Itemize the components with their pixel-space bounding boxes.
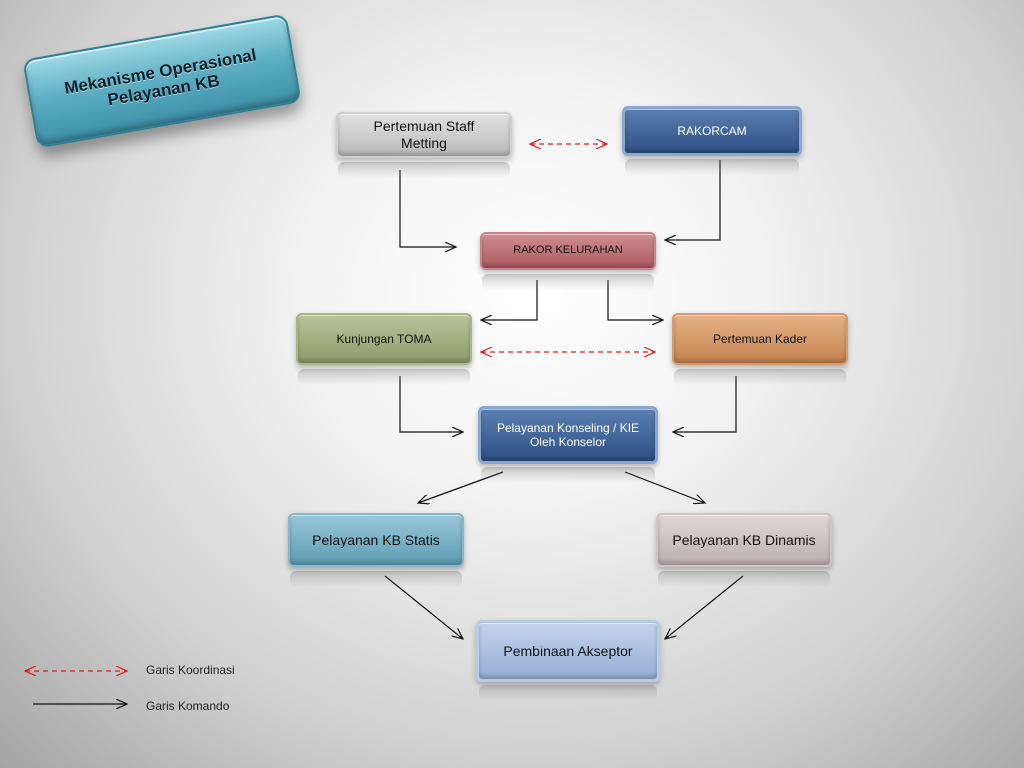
arrow-kelurahan-to-toma bbox=[481, 280, 538, 320]
legend-koordinasi-label: Garis Koordinasi bbox=[146, 663, 235, 677]
diagram-title: Mekanisme Operasional Pelayanan KB bbox=[62, 45, 258, 110]
arrow-statis-to-akseptor bbox=[384, 575, 463, 639]
node-kunjungan-toma: Kunjungan TOMA bbox=[296, 313, 472, 385]
arrow-toma-to-konseling bbox=[399, 376, 463, 432]
arrow-kader-to-konseling bbox=[673, 376, 737, 432]
arrow-rakorcam-to-kelurahan bbox=[665, 160, 721, 240]
node-pertemuan-kader: Pertemuan Kader bbox=[672, 313, 848, 385]
node-pertemuan-staff: Pertemuan Staff Metting bbox=[336, 112, 512, 178]
arrow-konseling-to-dinamis bbox=[624, 471, 705, 503]
arrow-staff-to-kelurahan bbox=[399, 170, 456, 247]
node-kb-statis: Pelayanan KB Statis bbox=[288, 513, 464, 587]
node-rakorcam: RAKORCAM bbox=[622, 106, 802, 175]
arrow-kelurahan-to-kader bbox=[607, 280, 663, 320]
arrow-konseling-to-statis bbox=[418, 471, 504, 503]
node-pembinaan-akseptor: Pembinaan Akseptor bbox=[476, 620, 660, 701]
node-kb-dinamis: Pelayanan KB Dinamis bbox=[656, 513, 832, 587]
node-pelayanan-konseling: Pelayanan Konseling / KIE Oleh Konselor bbox=[478, 406, 658, 483]
legend-komando-label: Garis Komando bbox=[146, 699, 230, 713]
arrow-dinamis-to-akseptor bbox=[665, 575, 744, 639]
title-badge: Mekanisme Operasional Pelayanan KB bbox=[22, 13, 302, 149]
node-rakor-kelurahan: RAKOR KELURAHAN bbox=[480, 232, 656, 290]
